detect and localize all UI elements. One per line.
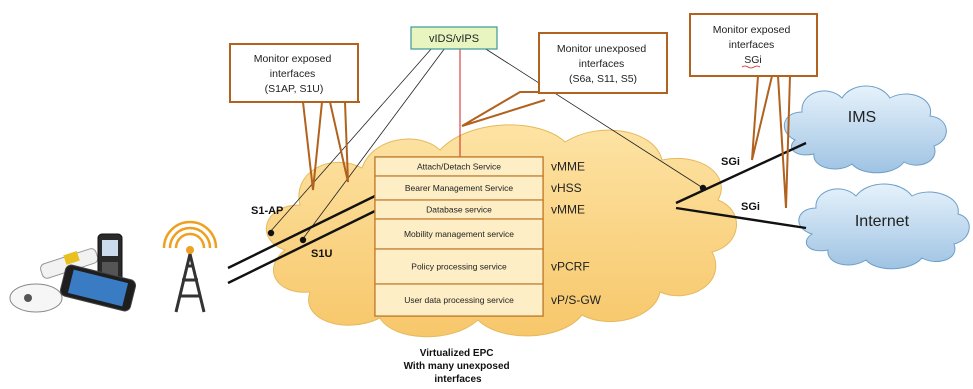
internet-label: Internet — [855, 213, 910, 230]
service-function-label: vHSS — [551, 181, 582, 195]
callout-middle-line2: interfaces — [579, 58, 625, 70]
callout-right: Monitor exposed interfaces SGi — [689, 13, 818, 209]
service-label: Bearer Management Service — [405, 183, 513, 193]
service-row — [374, 248, 544, 285]
internet-cloud: Internet — [798, 183, 970, 270]
service-row — [374, 218, 544, 250]
service-stack: Attach/Detach Service vMME Bearer Manageme… — [374, 156, 602, 317]
callout-right-line3: SGi — [744, 54, 762, 66]
callout-middle-line3: (S6a, S11, S5) — [569, 73, 637, 85]
svg-text:Monitor unexposed interf: Monitor unexposed interfaces (S6a, S11, … — [557, 43, 649, 85]
callout-middle-line1: Monitor unexposed — [557, 43, 646, 55]
vids-vips-node: vIDS/vIPS — [410, 26, 498, 50]
callout-right-line2: interfaces — [729, 39, 775, 51]
cell-tower-icon — [162, 220, 218, 313]
caption-line2: With many unexposed — [404, 361, 510, 372]
callout-right-line1: Monitor exposed — [713, 24, 791, 36]
service-function-label: vMME — [551, 160, 585, 174]
service-label: Attach/Detach Service — [417, 162, 501, 172]
service-row — [374, 175, 544, 201]
service-row — [374, 283, 544, 317]
svg-text:Monitor exposed interfac: Monitor exposed interfaces SGi — [713, 24, 794, 66]
service-label: Mobility management service — [404, 229, 514, 239]
callout-left: Monitor exposed interfaces (S1AP, S1U) — [229, 43, 360, 191]
sgi-ims-label: SGi — [721, 156, 740, 168]
usb-modem-icon — [40, 248, 99, 279]
callout-left-line3: (S1AP, S1U) — [265, 83, 324, 95]
caption-line3: interfaces — [434, 374, 482, 385]
svg-text:Virtualized EPC With many: Virtualized EPC With many unexposed inte… — [404, 348, 513, 385]
ims-label: IMS — [848, 109, 876, 126]
service-function-label: vP/S-GW — [551, 293, 602, 307]
tap-points — [267, 184, 707, 244]
s1u-label: S1U — [311, 248, 332, 260]
vids-label: vIDS/vIPS — [429, 33, 479, 45]
callout-left-line1: Monitor exposed — [254, 53, 332, 65]
ims-cloud: IMS — [783, 85, 947, 174]
s1ap-label: S1-AP — [251, 205, 283, 217]
caption-line1: Virtualized EPC — [420, 348, 494, 359]
service-function-label: vPCRF — [551, 260, 590, 274]
monitor-lines — [269, 43, 704, 241]
svg-text:Monitor exposed interfac: Monitor exposed interfaces (S1AP, S1U) — [254, 53, 335, 95]
callout-middle: Monitor unexposed interfaces (S6a, S11, … — [461, 32, 668, 127]
mifi-router-icon — [9, 283, 63, 313]
smartphone-icon — [59, 264, 137, 312]
service-label: Policy processing service — [411, 262, 507, 272]
callout-left-line2: interfaces — [270, 68, 316, 80]
network-links — [227, 141, 807, 285]
service-function-label: vMME — [551, 203, 585, 217]
service-label: Database service — [426, 205, 492, 215]
sgi-internet-label: SGi — [741, 201, 760, 213]
service-label: User data processing service — [404, 295, 514, 305]
